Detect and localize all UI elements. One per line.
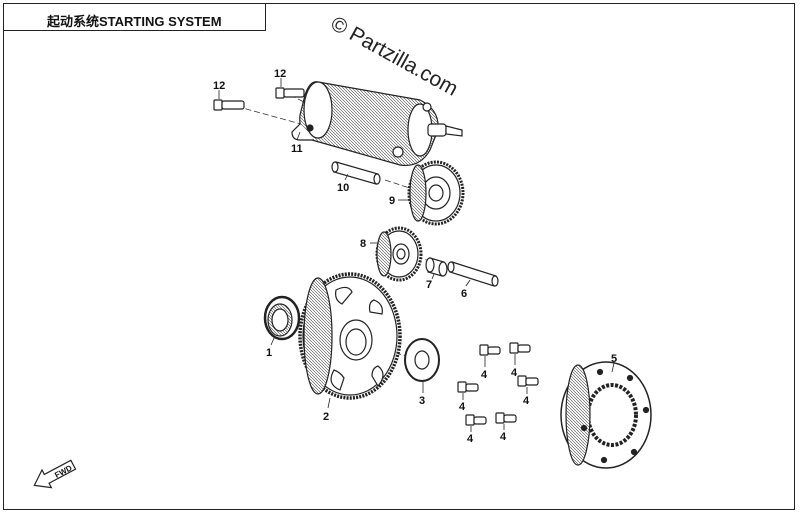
leader-lines [218,78,615,432]
callout-7: 7 [426,279,432,291]
callout-10: 10 [337,182,349,194]
callout-4a: 4 [481,369,488,381]
callout-11: 11 [291,143,303,155]
screw-4d [517,375,539,387]
callout-2: 2 [323,411,329,423]
washer-3 [404,338,440,382]
idle-gear-9 [407,160,465,226]
title-box: 起动系统STARTING SYSTEM [3,3,266,31]
callout-8: 8 [360,238,366,250]
screw-4b [509,342,531,354]
shaft-10 [331,161,381,185]
reduction-gear-8 [375,226,423,282]
screws-4 [457,342,539,426]
callout-3: 3 [419,395,425,407]
callout-6: 6 [461,288,467,300]
bushing-7 [425,257,448,277]
callout-5: 5 [611,353,617,365]
callout-12a: 12 [213,80,225,92]
callout-4d: 4 [523,395,530,407]
screw-4f [495,412,517,424]
screw-4c [457,381,479,393]
bolt-12a [213,99,245,111]
diagram-frame [3,3,795,510]
callout-4f: 4 [500,431,507,443]
callout-12b: 12 [274,68,286,80]
clutch-gear-2 [298,272,402,400]
oil-seal-1 [263,295,301,341]
shaft-6 [447,261,499,287]
callout-1: 1 [266,347,272,359]
callout-4c: 4 [459,401,466,413]
one-way-clutch-5 [560,361,652,469]
starter-motor [291,81,463,167]
forward-arrow-icon: FWD [33,459,77,489]
callout-9: 9 [389,195,395,207]
bolt-12b [275,87,305,99]
callout-4b: 4 [511,367,518,379]
screw-4e [465,414,487,426]
callout-4e: 4 [467,433,474,445]
screw-4a [479,344,501,356]
diagram-title: 起动系统STARTING SYSTEM [47,14,222,29]
